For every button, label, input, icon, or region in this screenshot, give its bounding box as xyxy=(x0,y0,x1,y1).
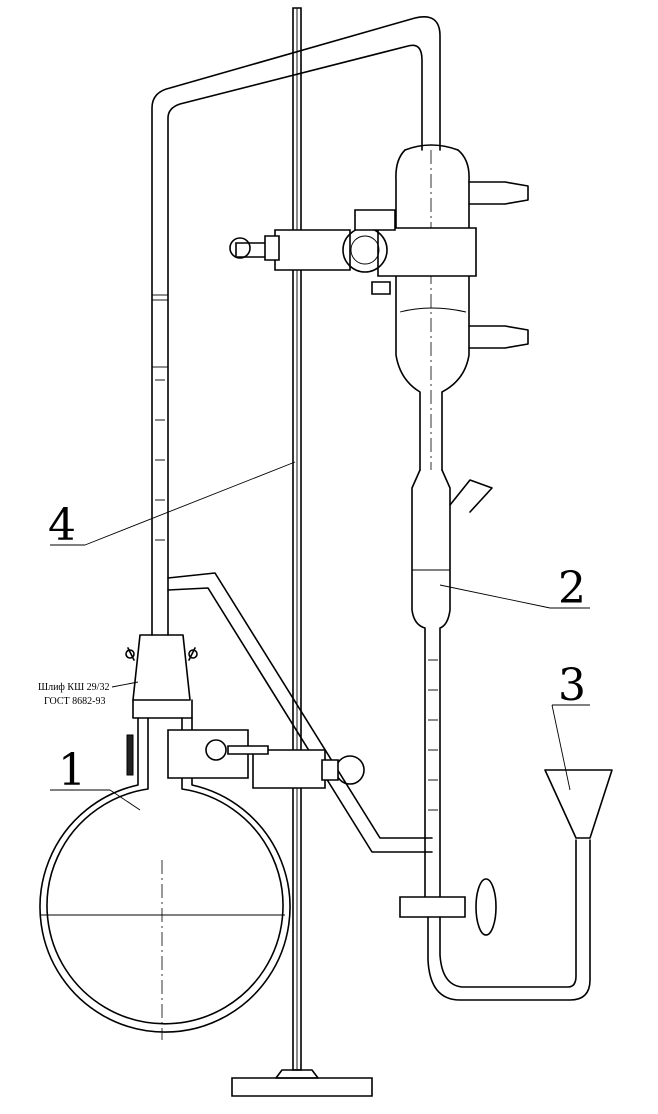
upper-clamp xyxy=(230,210,476,294)
callout-1: 1 xyxy=(58,745,86,796)
callout-3: 3 xyxy=(558,660,586,711)
round-bottom-flask xyxy=(40,635,290,1040)
burette xyxy=(400,470,590,1000)
callout-4: 4 xyxy=(48,500,76,551)
joint-note-line1: Шлиф КШ 29/32 xyxy=(38,682,109,693)
lower-clamp xyxy=(168,730,364,788)
reflux-condenser xyxy=(396,145,528,470)
joint-note-line2: ГОСТ 8682-93 xyxy=(44,696,105,707)
stand-base xyxy=(232,1078,372,1096)
funnel xyxy=(545,770,612,838)
riser-tube xyxy=(152,17,440,635)
callout-2: 2 xyxy=(558,563,586,614)
leader-lines xyxy=(50,462,590,810)
side-arm-tube xyxy=(168,573,432,852)
stand xyxy=(232,8,372,1096)
